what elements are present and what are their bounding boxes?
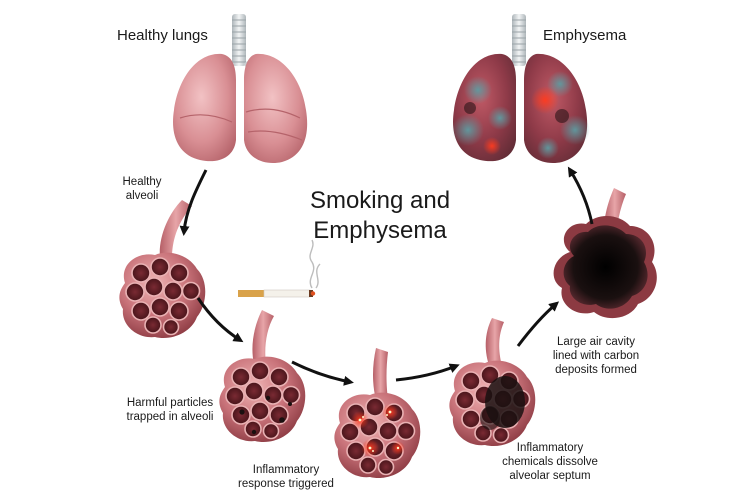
cigarette-icon (238, 289, 316, 298)
inflammatory-response-label: Inflammatory response triggered (226, 463, 346, 491)
cycle-arrows (179, 166, 594, 386)
label-line: Large air cavity (557, 336, 635, 348)
label-line: alveolar septum (509, 470, 591, 482)
label-line: lined with carbon (552, 350, 640, 362)
label-line: alveoli (125, 190, 159, 202)
label-line: Inflammatory (252, 464, 320, 476)
label-line: Inflammatory (516, 442, 584, 454)
arrow-icon (196, 297, 244, 343)
smoke-icon (309, 239, 321, 289)
emphysema-lungs-icon (452, 14, 590, 164)
alveoli-cavity-icon (553, 215, 657, 319)
title-line-2: Emphysema (313, 217, 447, 244)
alveoli-dissolving-icon (448, 359, 537, 447)
label-line: Healthy (122, 176, 162, 188)
alveoli-particles-icon (218, 355, 307, 443)
label-line: deposits formed (555, 364, 637, 376)
arrow-icon (567, 166, 594, 225)
healthy-alveoli-label: Healthy alveoli (112, 175, 172, 203)
healthy-lungs-icon (173, 14, 308, 164)
arrow-icon (395, 363, 460, 382)
healthy-lungs-label: Healthy lungs (117, 27, 208, 44)
large-air-cavity-label: Large air cavity lined with carbon depos… (536, 335, 656, 377)
label-line: chemicals dissolve (502, 456, 598, 468)
label-line: response triggered (238, 478, 334, 490)
arrow-icon (179, 169, 208, 236)
diagram-title: Smoking and Emphysema (300, 186, 460, 246)
arrow-icon (516, 301, 560, 347)
emphysema-label: Emphysema (543, 27, 627, 44)
alveoli-stems (159, 188, 626, 400)
label-line: Harmful particles (126, 397, 214, 409)
title-line-1: Smoking and (309, 187, 451, 214)
alveoli-healthy-icon (118, 251, 207, 339)
label-line: trapped in alveoli (126, 411, 214, 423)
alveoli-inflammation-icon (333, 391, 422, 479)
arrow-icon (291, 360, 354, 386)
harmful-particles-label: Harmful particles trapped in alveoli (110, 396, 230, 424)
inflammatory-chemicals-label: Inflammatory chemicals dissolve alveolar… (490, 441, 610, 483)
